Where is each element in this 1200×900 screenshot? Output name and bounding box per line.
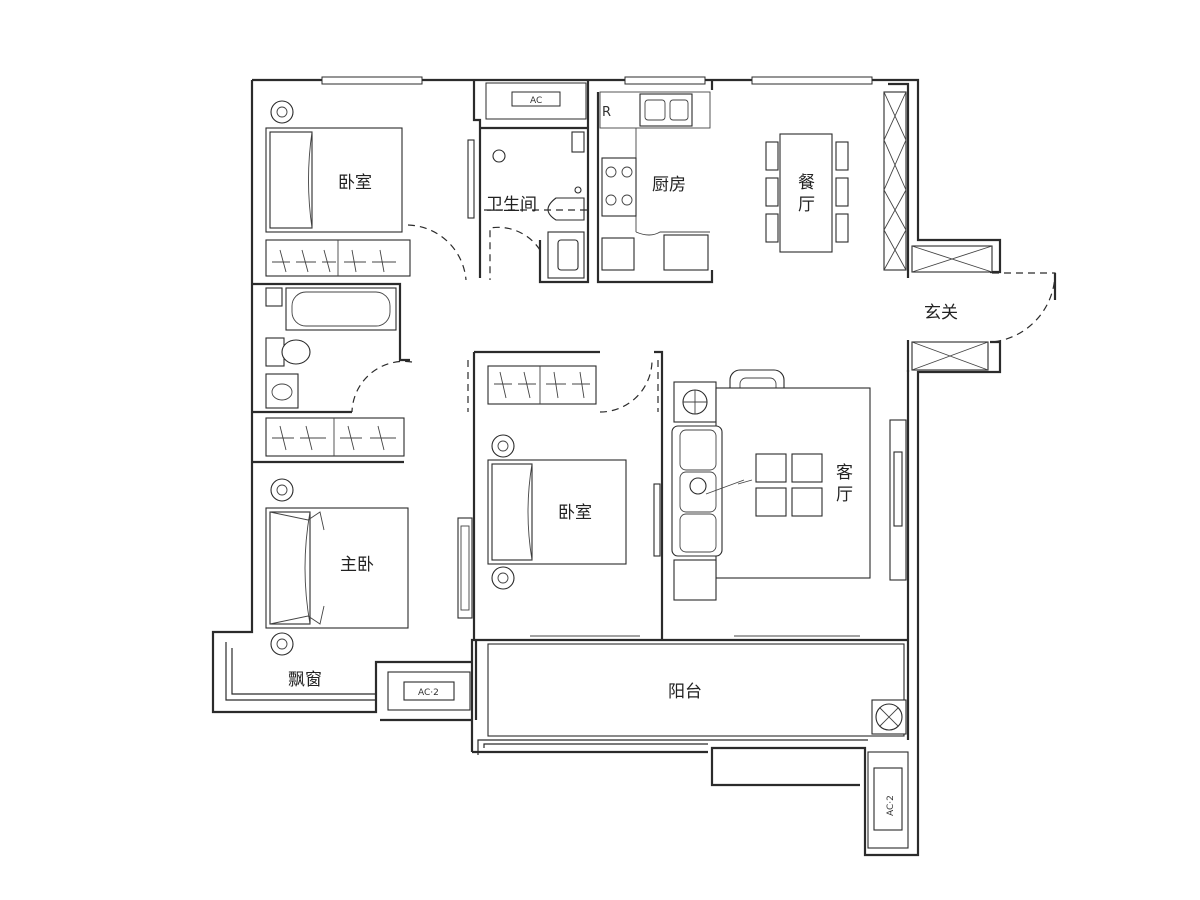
room-label-bathroom: 卫生间 — [486, 195, 537, 215]
room-label-bedroom-mid: 卧室 — [558, 503, 592, 523]
bathroom-top-fixtures — [467, 131, 588, 279]
ac-label-top: AC — [530, 96, 542, 106]
dining-furniture — [765, 91, 993, 371]
fridge-mark: R — [602, 105, 611, 120]
kitchen-fixtures — [599, 91, 711, 271]
doors — [351, 224, 1057, 413]
room-label-bay-window: 飘窗 — [288, 670, 322, 690]
bathroom-lower-fixtures — [265, 287, 405, 457]
room-label-bedroom-top: 卧室 — [338, 173, 372, 193]
room-label-dining-2: 厅 — [798, 195, 815, 215]
room-label-kitchen: 厨房 — [652, 175, 686, 195]
top-windows — [321, 76, 873, 120]
room-labels: 卧室 卫生间 厨房 餐 厅 玄关 卧室 主卧 客 厅 飘窗 阳台 — [288, 173, 958, 702]
fixture-labels: AC AC·2 AC·2 R — [418, 96, 896, 816]
room-label-living-2: 厅 — [836, 485, 853, 505]
room-label-living-1: 客 — [836, 463, 853, 483]
bedroom-top-furniture — [265, 100, 411, 277]
ac-label-bottom: AC·2 — [418, 688, 439, 698]
living-room-furniture — [671, 369, 907, 637]
balcony-fixtures — [387, 643, 909, 849]
room-label-dining-1: 餐 — [798, 173, 815, 193]
room-label-master-bedroom: 主卧 — [340, 555, 374, 575]
master-bedroom-furniture — [265, 478, 473, 656]
room-label-entry: 玄关 — [924, 303, 958, 323]
room-label-balcony: 阳台 — [668, 682, 702, 702]
ac-label-right: AC·2 — [886, 795, 896, 816]
interior-walls — [252, 80, 910, 740]
bedroom-mid-furniture — [487, 365, 661, 637]
